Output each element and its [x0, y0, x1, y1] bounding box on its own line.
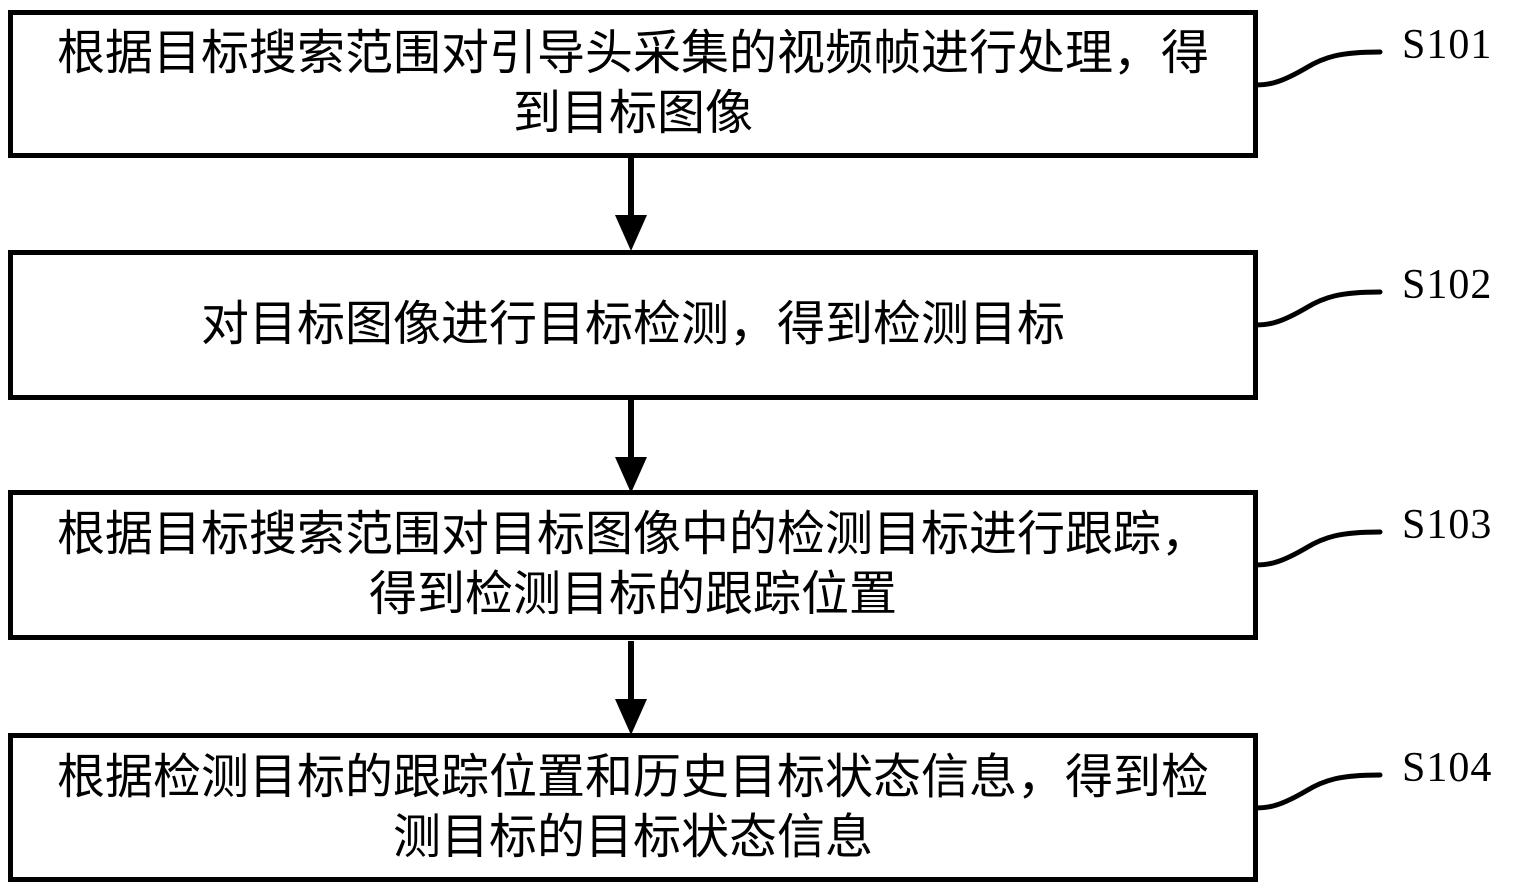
step-box-s104: 根据检测目标的跟踪位置和历史目标状态信息，得到检 测目标的目标状态信息 — [8, 733, 1258, 882]
label-connector-curve — [1254, 289, 1383, 328]
down-arrow-icon — [615, 157, 647, 251]
step-box-s101: 根据目标搜索范围对引导头采集的视频帧进行处理，得 到目标图像 — [8, 10, 1258, 158]
step-label: S103 — [1402, 502, 1493, 548]
step-text-line: 得到检测目标的跟踪位置 — [368, 568, 897, 621]
step-text-line: 对目标图像进行目标检测，得到检测目标 — [200, 298, 1065, 351]
step-label: S102 — [1402, 262, 1493, 308]
step-label: S104 — [1402, 745, 1493, 791]
down-arrow-icon — [615, 399, 647, 493]
label-connector-curve — [1254, 49, 1383, 88]
step-text-line: 根据目标搜索范围对引导头采集的视频帧进行处理，得 — [56, 27, 1209, 80]
step-text-line: 到目标图像 — [512, 87, 753, 140]
step-label: S101 — [1402, 22, 1493, 68]
label-connector-curve — [1254, 529, 1383, 568]
step-text-line: 测目标的目标状态信息 — [392, 810, 873, 864]
step-text-line: 根据目标搜索范围对目标图像中的检测目标进行跟踪， — [56, 508, 1209, 561]
down-arrow-icon — [615, 641, 647, 735]
step-box-s103: 根据目标搜索范围对目标图像中的检测目标进行跟踪， 得到检测目标的跟踪位置 — [8, 490, 1258, 640]
label-connector-curve — [1254, 772, 1383, 811]
step-box-s102: 对目标图像进行目标检测，得到检测目标 — [8, 250, 1258, 400]
step-text-line: 根据检测目标的跟踪位置和历史目标状态信息，得到检 — [56, 750, 1209, 804]
